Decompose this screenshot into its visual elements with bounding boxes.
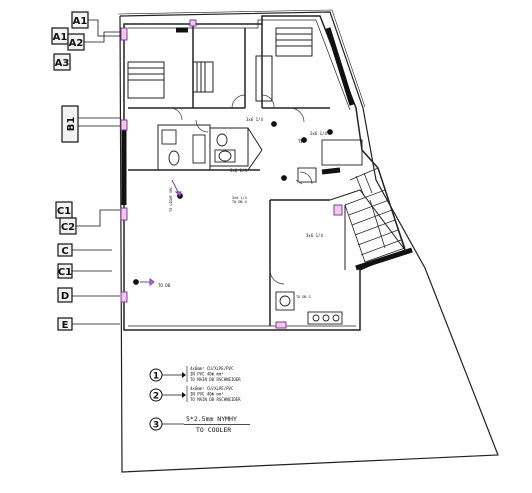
- beds: [127, 27, 313, 102]
- legend-item-3: 3 5*2.5mm NYMHY TO COOLER: [149, 415, 250, 434]
- legend-item-1-line-3: TO MAIN DB RSCHNEIDER: [190, 377, 241, 382]
- legend-item-2: 2 4x6mm² CU/XLPE/PVC IN PVC 40Φ mm² TO M…: [149, 386, 241, 402]
- room-note-1: 3x6 1/4: [246, 117, 263, 122]
- room-note-5: 3x6 1/4: [306, 233, 323, 238]
- cable-legend: 1 4x6mm² CU/XLPE/PVC IN PVC 40Φ mm² TO M…: [149, 366, 250, 434]
- grid-tag-labels: A1 A1 A2 A3 B1 C1 C2 C C1 D E: [53, 16, 88, 331]
- grid-tag-a1-top: A1: [73, 16, 88, 27]
- legend-item-3-line-2: TO COOLER: [196, 426, 231, 434]
- grid-tag-c1-lower: C1: [58, 267, 72, 278]
- grid-tag-c: C: [61, 246, 68, 257]
- room-note-3: 3x6 1/4: [230, 168, 247, 173]
- trace-note-2: TO LIGHT SRC: [169, 187, 173, 212]
- legend-item-2-line-2: IN PVC 40Φ mm²: [190, 392, 224, 397]
- grid-tag-c2: C2: [61, 222, 75, 233]
- site-boundary: [117, 9, 499, 473]
- grid-tag-a2: A2: [69, 38, 84, 49]
- legend-item-3-number: 3: [153, 421, 159, 431]
- legend-item-2-number: 2: [153, 392, 159, 402]
- grid-tag-a1: A1: [53, 32, 68, 43]
- door-swings: [169, 94, 313, 285]
- trace-note-1: TO DB: [158, 283, 171, 288]
- grid-tags: [51, 11, 89, 331]
- legend-item-3-line-1: 5*2.5mm NYMHY: [186, 415, 237, 423]
- thick-walls: [121, 27, 413, 271]
- legend-item-1-line-1: 4x6mm² CU/XLPE/PVC: [190, 366, 234, 371]
- legend-item-2-line-3: TO MAIN DB RSCHNEIDER: [190, 397, 241, 402]
- tv-label: TV: [298, 139, 303, 144]
- staircase: [344, 167, 406, 263]
- legend-item-1-number: 1: [153, 372, 159, 382]
- grid-tag-e: E: [62, 320, 69, 331]
- room-annotations: 3x6 1/4 2x6 1/4 3x6 1/4 3x6 1/4 TO DB G …: [158, 117, 327, 299]
- grid-tag-a3: A3: [55, 58, 70, 69]
- legend-item-1-line-2: IN PVC 40Φ mm²: [190, 372, 224, 377]
- fixture-symbols: [133, 121, 333, 285]
- grid-tag-b1: B1: [66, 117, 77, 132]
- room-note-7: TO DB G: [296, 295, 311, 299]
- grid-tag-d: D: [61, 291, 69, 302]
- room-note-4: 3x6 1/4: [232, 196, 247, 200]
- room-note-2: 2x6 1/4: [310, 131, 327, 136]
- room-note-6: TO DB G: [232, 200, 247, 204]
- legend-item-2-line-1: 4x6mm² CU/XLPE/PVC: [190, 386, 234, 391]
- building-walls: [123, 15, 406, 331]
- kitchen: [275, 139, 363, 325]
- grid-tag-c1: C1: [57, 206, 71, 217]
- sanitary-fixtures: [161, 129, 236, 166]
- legend-item-1: 1 4x6mm² CU/XLPE/PVC IN PVC 40Φ mm² TO M…: [149, 366, 241, 382]
- window-markers: [120, 19, 343, 329]
- grid-tag-leaders: [72, 19, 120, 325]
- purple-arrows: [140, 179, 303, 286]
